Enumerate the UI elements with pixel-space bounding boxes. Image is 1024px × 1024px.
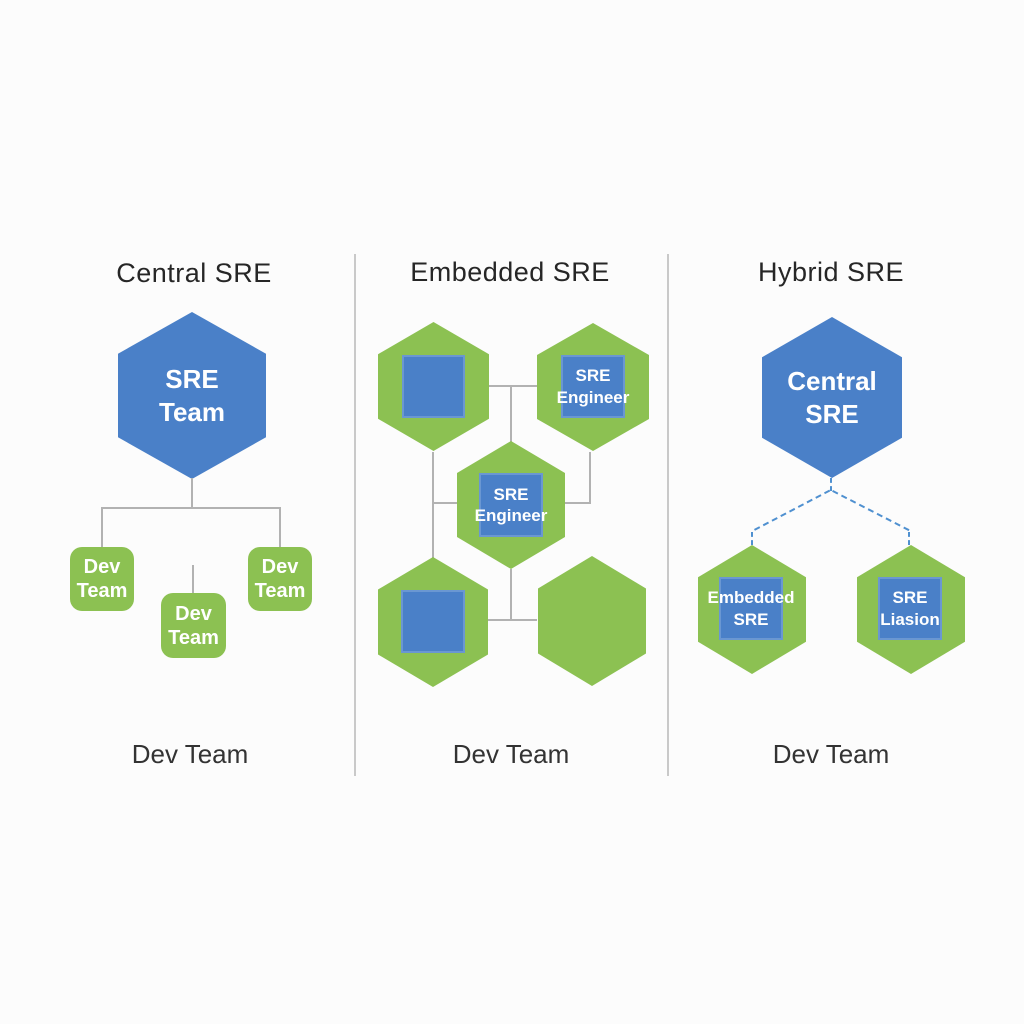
embedded-sre-hexagon: Embedded SRE — [698, 545, 806, 674]
dashed-connector — [830, 478, 832, 491]
connector-line — [101, 507, 103, 547]
dev-team-box-right: Dev Team — [248, 547, 312, 611]
dev-team-hexagon-top-right: SRE Engineer — [537, 323, 649, 451]
embedded-slot-square — [402, 355, 465, 418]
connector-line — [510, 386, 512, 442]
sre-liaison-hexagon: SRE Liasion — [857, 545, 965, 674]
sre-team-hexagon: SRE Team — [118, 312, 266, 479]
central-footer-label: Dev Team — [131, 739, 249, 769]
sre-engineer-square: SRE Engineer — [475, 473, 547, 537]
panel-divider-right — [667, 254, 669, 776]
sre-team-label: SRE Team — [159, 364, 225, 427]
embedded-sre-square: Embedded SRE — [708, 577, 794, 640]
dev-team-box-label: Dev Team — [76, 556, 128, 602]
dev-team-hexagon-top-left — [378, 322, 489, 451]
connector-line — [279, 507, 281, 547]
sre-liaison-label: SRE Liasion — [880, 588, 940, 629]
sre-engineer-label: SRE Engineer — [474, 484, 548, 525]
central-sre-title: Central SRE — [116, 258, 272, 288]
dev-team-box-left: Dev Team — [70, 547, 134, 611]
panel-divider-left — [354, 254, 356, 776]
dev-team-hexagon-bottom-left — [378, 557, 488, 687]
dev-team-hexagon-center: SRE Engineer — [457, 441, 565, 569]
connector-line — [589, 452, 591, 503]
connector-line — [101, 507, 281, 509]
dashed-connector — [751, 532, 753, 545]
dev-team-box-label: Dev Team — [168, 602, 219, 649]
connector-line — [510, 569, 512, 621]
dev-team-box-middle: Dev Team — [161, 593, 226, 658]
central-sre-hexagon: Central SRE — [762, 317, 902, 478]
connector-line — [564, 502, 591, 504]
sre-engineer-square: SRE Engineer — [557, 355, 629, 418]
dashed-connector — [908, 532, 910, 545]
connector-line — [488, 385, 538, 387]
connector-line — [432, 452, 434, 558]
dev-team-hexagon-bottom-right — [538, 556, 646, 686]
sre-liaison-square: SRE Liasion — [878, 577, 942, 640]
embedded-sre-label: Embedded SRE — [707, 588, 795, 629]
connector-line — [192, 565, 194, 593]
sre-engineer-label: SRE Engineer — [556, 366, 630, 407]
connector-line — [191, 478, 193, 508]
dev-team-box-label: Dev Team — [254, 556, 306, 602]
embedded-footer-label: Dev Team — [452, 739, 570, 769]
connector-line — [433, 502, 459, 504]
dashed-connector — [832, 490, 910, 532]
dashed-connector — [754, 489, 831, 531]
connector-line — [488, 619, 537, 621]
embedded-sre-title: Embedded SRE — [410, 257, 610, 287]
hybrid-footer-label: Dev Team — [772, 739, 890, 769]
embedded-slot-square — [401, 590, 465, 653]
central-sre-label: Central SRE — [787, 366, 877, 429]
hybrid-sre-title: Hybrid SRE — [757, 257, 905, 287]
